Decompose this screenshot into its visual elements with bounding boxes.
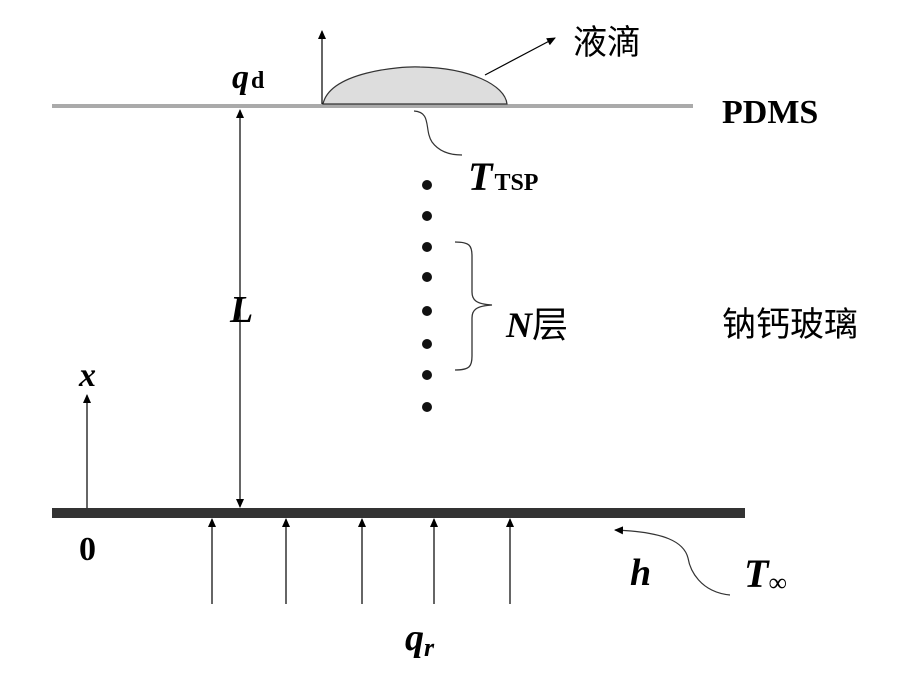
ttsp-label: TTSP: [468, 154, 538, 199]
x-axis-label: x: [78, 357, 96, 394]
ttsp-leader: [413, 110, 463, 156]
droplet: [322, 66, 508, 105]
layers-label: N层: [505, 305, 568, 346]
droplet-pointer-arrow: [484, 37, 556, 76]
h-label: h: [630, 552, 651, 594]
pdms-layer: [52, 104, 693, 108]
qr-arrows: [208, 518, 514, 604]
layers-brace: [454, 241, 493, 371]
qr-label: qr: [405, 617, 435, 662]
droplet-label: 液滴: [573, 23, 641, 63]
pdms-label: PDMS: [722, 94, 818, 131]
origin-label: 0: [79, 531, 96, 568]
qd-label: qd: [232, 59, 265, 96]
glass-base: [52, 508, 745, 518]
layer-dots: [422, 180, 432, 412]
convection-arrow: [614, 526, 731, 596]
tinf-label: T∞: [744, 551, 787, 597]
length-label: L: [229, 289, 253, 331]
glass-label: 钠钙玻璃: [722, 305, 858, 345]
